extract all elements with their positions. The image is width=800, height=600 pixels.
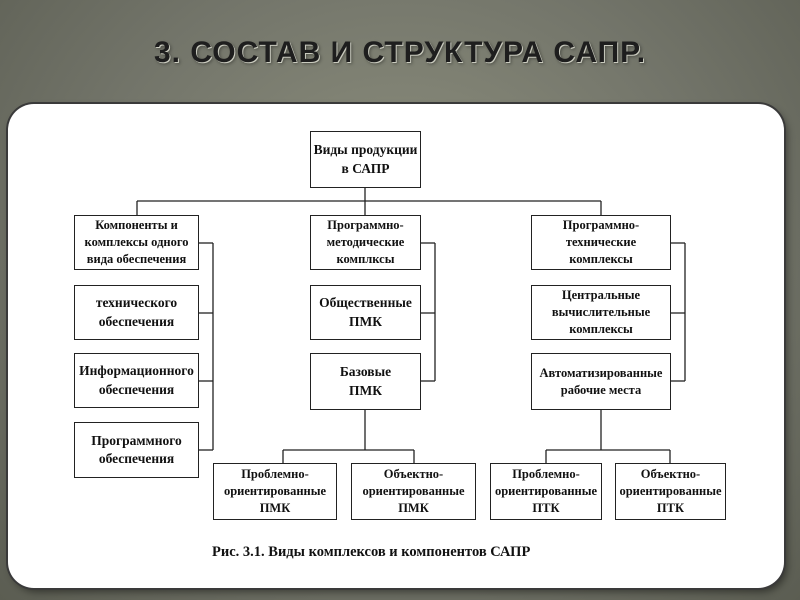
- slide-title: 3. СОСТАВ И СТРУКТУРА САПР.: [153, 36, 647, 69]
- node-root: Виды продукции в САПР: [310, 131, 421, 188]
- node-right-child-2: Объектно- ориентированные ПТК: [615, 463, 726, 520]
- node-right-header: Программно- технические комплексы: [531, 215, 671, 270]
- node-right-item-1: Центральные вычислительные комплексы: [531, 285, 671, 340]
- node-middle-child-2: Объектно- ориентированные ПМК: [351, 463, 476, 520]
- node-middle-item-1: Общественные ПМК: [310, 285, 421, 340]
- node-middle-header: Программно- методические комплксы: [310, 215, 421, 270]
- node-middle-child-1: Проблемно- ориентированные ПМК: [213, 463, 337, 520]
- node-left-item-2: Информационного обеспечения: [74, 353, 199, 408]
- node-right-child-1: Проблемно- ориентированные ПТК: [490, 463, 602, 520]
- figure-caption: Рис. 3.1. Виды комплексов и компонентов …: [212, 544, 531, 560]
- node-middle-item-2: Базовые ПМК: [310, 353, 421, 410]
- node-left-item-3: Программного обеспечения: [74, 422, 199, 478]
- node-left-item-1: технического обеспечения: [74, 285, 199, 340]
- node-left-header: Компоненты и комплексы одного вида обесп…: [74, 215, 199, 270]
- node-right-item-2: Автоматизированные рабочие места: [531, 353, 671, 410]
